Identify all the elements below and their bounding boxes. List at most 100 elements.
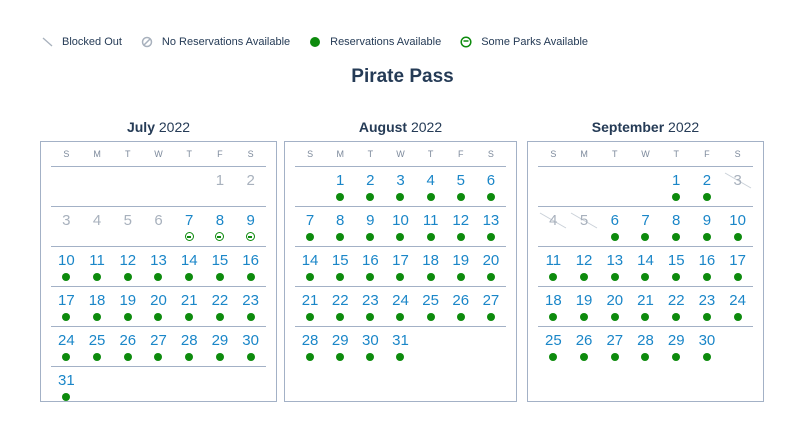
day-9[interactable]: 9 bbox=[355, 207, 385, 246]
day-8[interactable]: 8 bbox=[205, 207, 236, 246]
day-18[interactable]: 18 bbox=[416, 247, 446, 286]
day-24[interactable]: 24 bbox=[385, 287, 415, 326]
day-27[interactable]: 27 bbox=[476, 287, 506, 326]
day-2[interactable]: 2 bbox=[692, 167, 723, 206]
day-18[interactable]: 18 bbox=[82, 287, 113, 326]
day-18[interactable]: 18 bbox=[538, 287, 569, 326]
day-10[interactable]: 10 bbox=[722, 207, 753, 246]
day-27[interactable]: 27 bbox=[143, 327, 174, 366]
day-12[interactable]: 12 bbox=[569, 247, 600, 286]
day-28[interactable]: 28 bbox=[630, 327, 661, 367]
day-31[interactable]: 31 bbox=[51, 367, 82, 407]
day-5[interactable]: 5 bbox=[446, 167, 476, 206]
day-23[interactable]: 23 bbox=[355, 287, 385, 326]
day-11[interactable]: 11 bbox=[538, 247, 569, 286]
day-24[interactable]: 24 bbox=[51, 327, 82, 366]
day-12[interactable]: 12 bbox=[112, 247, 143, 286]
day-26[interactable]: 26 bbox=[446, 287, 476, 326]
day-25[interactable]: 25 bbox=[538, 327, 569, 367]
day-28[interactable]: 28 bbox=[174, 327, 205, 366]
day-2[interactable]: 2 bbox=[355, 167, 385, 206]
day-number: 16 bbox=[362, 252, 379, 269]
day-20[interactable]: 20 bbox=[143, 287, 174, 326]
day-27[interactable]: 27 bbox=[599, 327, 630, 367]
day-10[interactable]: 10 bbox=[385, 207, 415, 246]
day-21[interactable]: 21 bbox=[174, 287, 205, 326]
blocked-slash-icon bbox=[40, 35, 54, 49]
weekday-label: S bbox=[307, 149, 314, 159]
day-26[interactable]: 26 bbox=[569, 327, 600, 367]
day-8[interactable]: 8 bbox=[325, 207, 355, 246]
day-13[interactable]: 13 bbox=[599, 247, 630, 286]
day-14[interactable]: 14 bbox=[174, 247, 205, 286]
available-dot-icon bbox=[396, 233, 405, 241]
day-17[interactable]: 17 bbox=[385, 247, 415, 286]
day-number: 18 bbox=[88, 292, 106, 309]
day-7[interactable]: 7 bbox=[174, 207, 205, 246]
day-number: 21 bbox=[301, 292, 319, 309]
day-15[interactable]: 15 bbox=[205, 247, 236, 286]
day-3[interactable]: 3 bbox=[385, 167, 415, 206]
day-22[interactable]: 22 bbox=[661, 287, 692, 326]
day-11[interactable]: 11 bbox=[82, 247, 113, 286]
day-14[interactable]: 14 bbox=[295, 247, 325, 286]
day-1[interactable]: 1 bbox=[661, 167, 692, 206]
day-9[interactable]: 9 bbox=[692, 207, 723, 246]
day-22[interactable]: 22 bbox=[325, 287, 355, 326]
day-1[interactable]: 1 bbox=[325, 167, 355, 206]
day-13[interactable]: 13 bbox=[476, 207, 506, 246]
day-25[interactable]: 25 bbox=[82, 327, 113, 366]
available-dot-icon bbox=[610, 233, 619, 241]
day-24[interactable]: 24 bbox=[722, 287, 753, 326]
day-19[interactable]: 19 bbox=[112, 287, 143, 326]
day-13[interactable]: 13 bbox=[143, 247, 174, 286]
day-23[interactable]: 23 bbox=[692, 287, 723, 326]
day-22[interactable]: 22 bbox=[205, 287, 236, 326]
day-16[interactable]: 16 bbox=[235, 247, 266, 286]
day-11[interactable]: 11 bbox=[416, 207, 446, 246]
day-31[interactable]: 31 bbox=[385, 327, 415, 367]
day-7[interactable]: 7 bbox=[630, 207, 661, 246]
day-21[interactable]: 21 bbox=[630, 287, 661, 326]
day-9[interactable]: 9 bbox=[235, 207, 266, 246]
day-30[interactable]: 30 bbox=[355, 327, 385, 367]
available-dot-icon bbox=[336, 353, 345, 361]
day-6[interactable]: 6 bbox=[476, 167, 506, 206]
day-15[interactable]: 15 bbox=[661, 247, 692, 286]
day-12[interactable]: 12 bbox=[446, 207, 476, 246]
day-10[interactable]: 10 bbox=[51, 247, 82, 286]
empty-cell bbox=[174, 367, 205, 407]
day-number: 11 bbox=[422, 212, 439, 229]
day-19[interactable]: 19 bbox=[446, 247, 476, 286]
day-29[interactable]: 29 bbox=[325, 327, 355, 367]
day-28[interactable]: 28 bbox=[295, 327, 325, 367]
day-number: 4 bbox=[92, 212, 102, 229]
day-17[interactable]: 17 bbox=[51, 287, 82, 326]
day-7[interactable]: 7 bbox=[295, 207, 325, 246]
day-30[interactable]: 30 bbox=[692, 327, 723, 367]
day-21[interactable]: 21 bbox=[295, 287, 325, 326]
day-6[interactable]: 6 bbox=[599, 207, 630, 246]
day-16[interactable]: 16 bbox=[355, 247, 385, 286]
day-8[interactable]: 8 bbox=[661, 207, 692, 246]
day-16[interactable]: 16 bbox=[692, 247, 723, 286]
day-30[interactable]: 30 bbox=[235, 327, 266, 366]
day-19[interactable]: 19 bbox=[569, 287, 600, 326]
day-26[interactable]: 26 bbox=[112, 327, 143, 366]
available-dot-icon bbox=[308, 35, 322, 49]
day-29[interactable]: 29 bbox=[661, 327, 692, 367]
day-23[interactable]: 23 bbox=[235, 287, 266, 326]
day-14[interactable]: 14 bbox=[630, 247, 661, 286]
day-4[interactable]: 4 bbox=[416, 167, 446, 206]
day-15[interactable]: 15 bbox=[325, 247, 355, 286]
day-number: 26 bbox=[575, 332, 593, 349]
day-17[interactable]: 17 bbox=[722, 247, 753, 286]
day-number: 30 bbox=[242, 332, 259, 349]
available-dot-icon bbox=[702, 273, 711, 281]
available-dot-icon bbox=[733, 313, 742, 321]
day-25[interactable]: 25 bbox=[416, 287, 446, 326]
day-20[interactable]: 20 bbox=[476, 247, 506, 286]
day-29[interactable]: 29 bbox=[205, 327, 236, 366]
day-20[interactable]: 20 bbox=[599, 287, 630, 326]
